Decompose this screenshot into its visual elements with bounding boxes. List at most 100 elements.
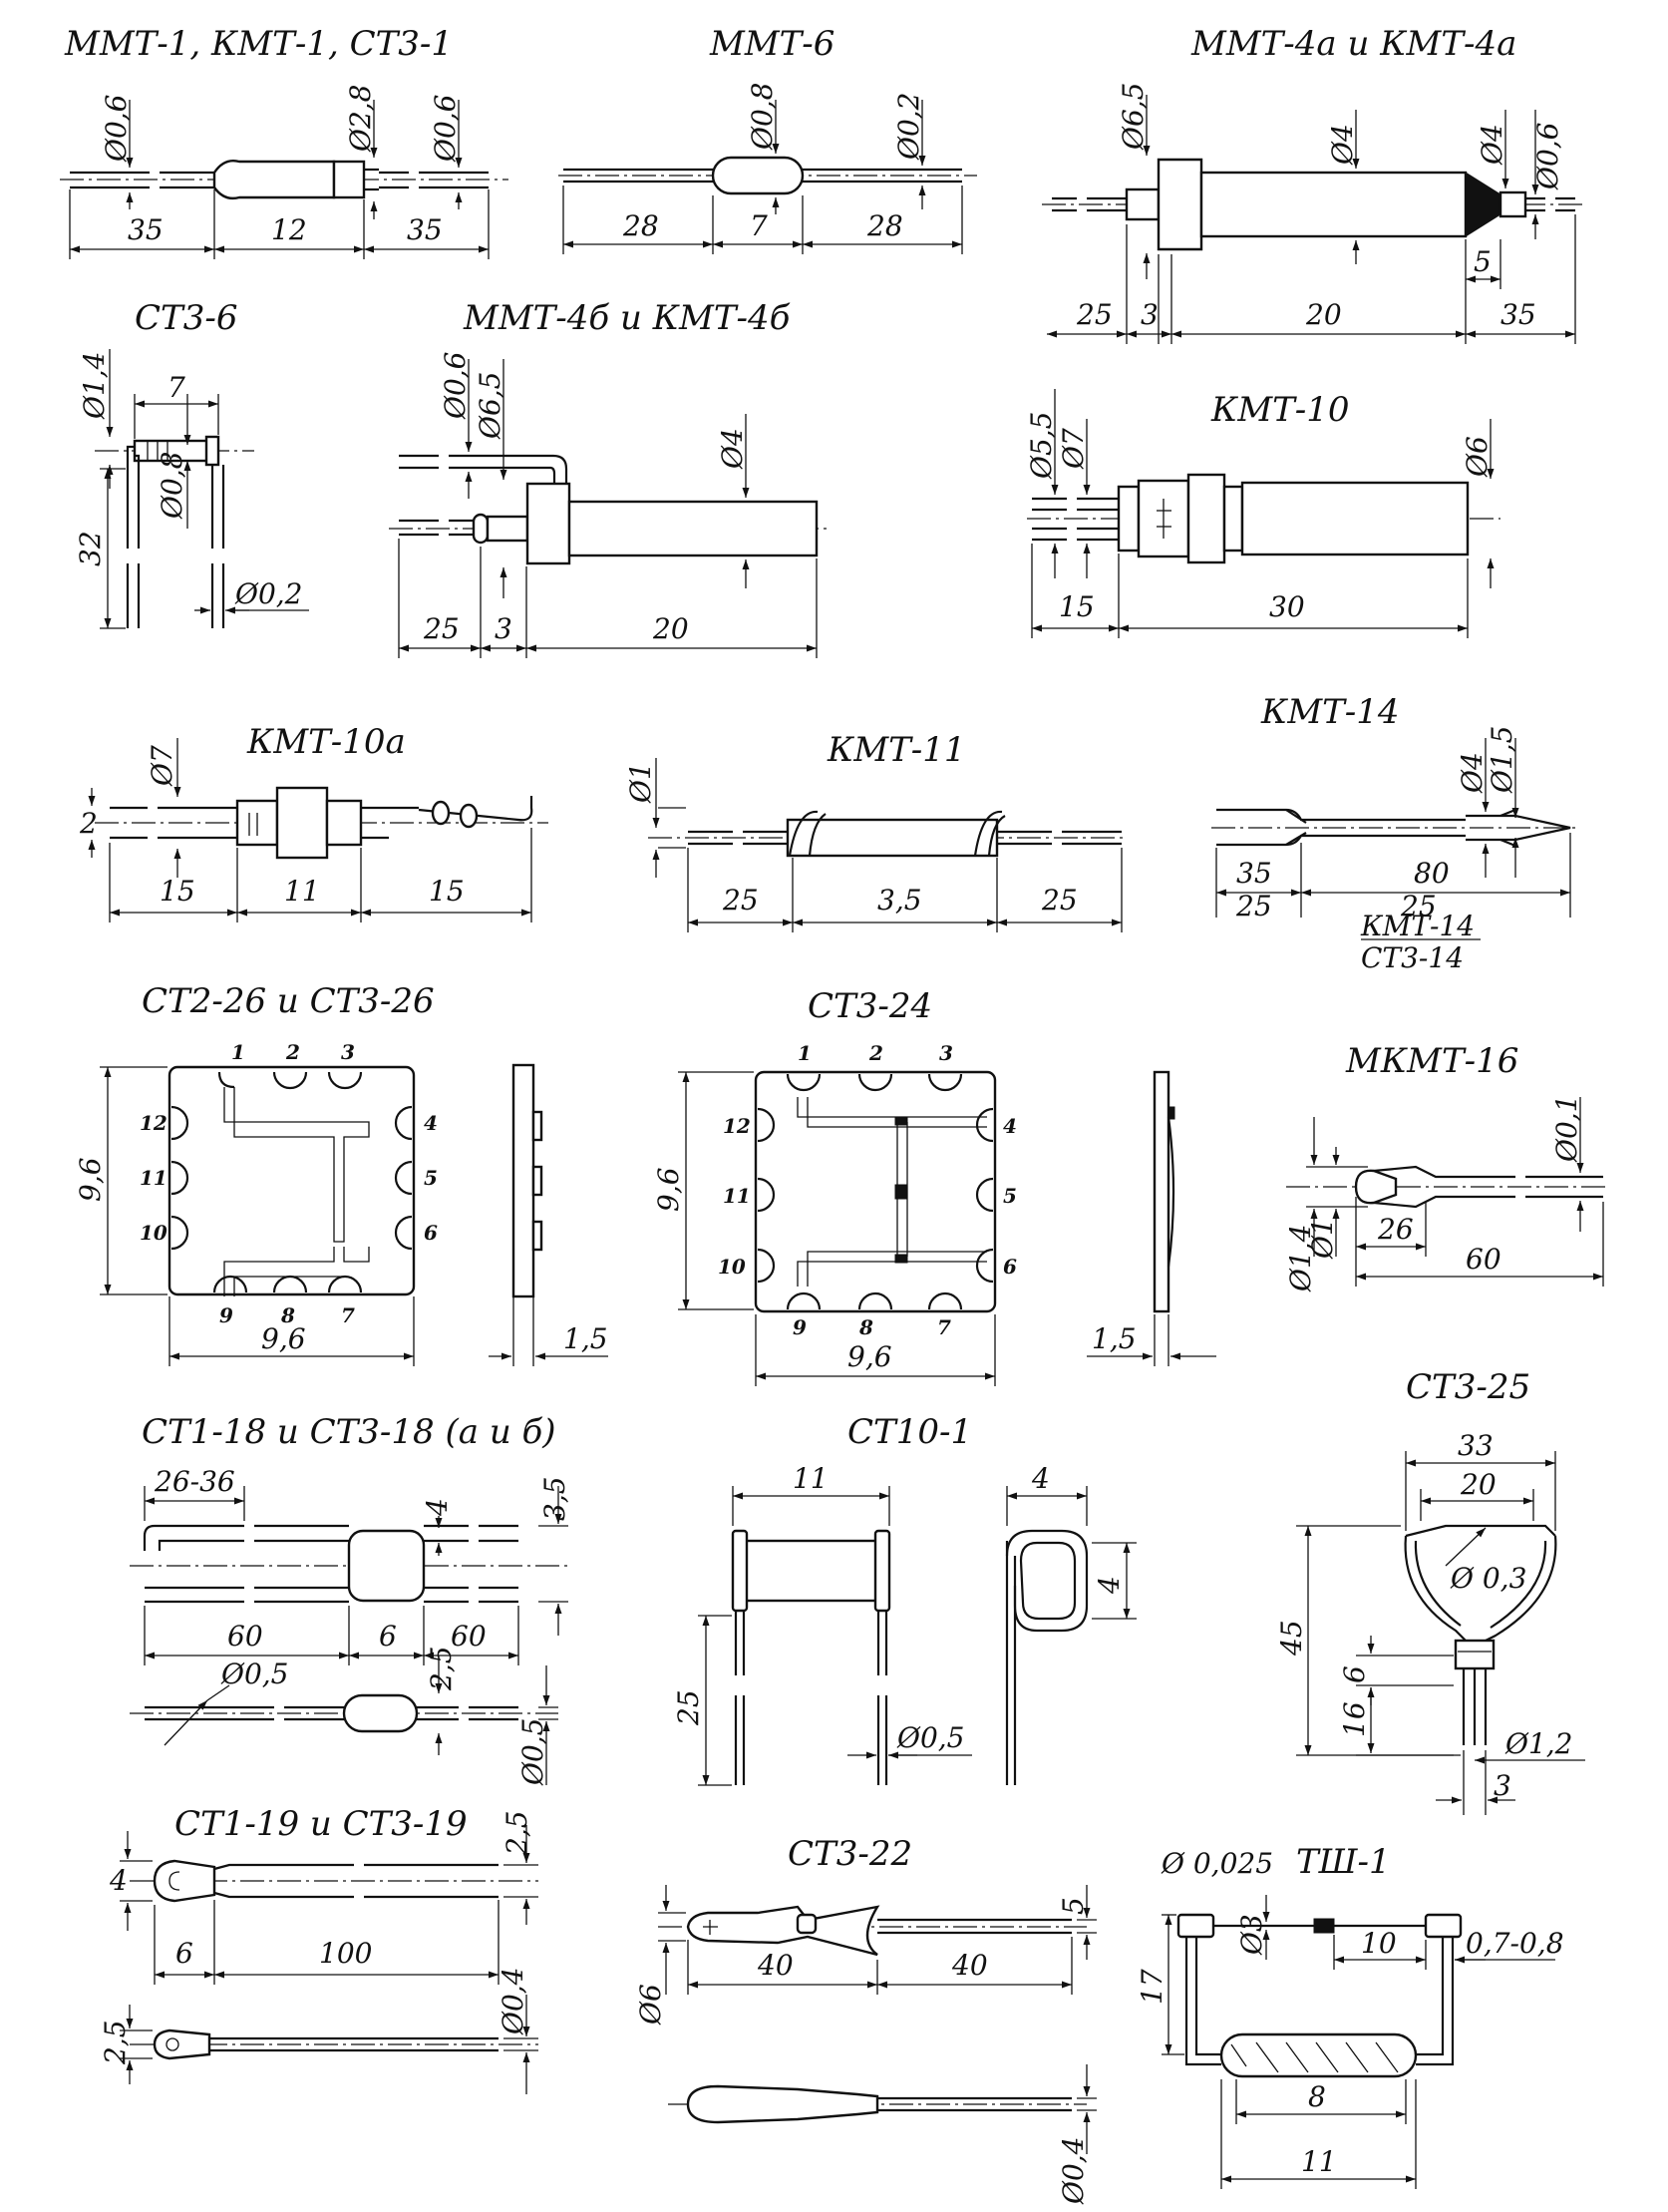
pin-1-b: 1 <box>798 1041 812 1065</box>
dim-kmt14-len-a: 35 <box>1236 857 1272 890</box>
drawing-st118: СТ1-18 и СТ3-18 (а и б) <box>130 1412 571 1786</box>
pin-5-b: 5 <box>1003 1184 1017 1208</box>
dim-tsh1-bead-dia: Ø3 <box>1235 1914 1268 1956</box>
note-kmt14: КМТ-14 <box>1360 910 1475 942</box>
title-mmt4a: ММТ-4а и КМТ-4а <box>1190 24 1516 64</box>
dim-st325-wire-dia: Ø 0,3 <box>1450 1562 1526 1595</box>
dim-tsh1-bead-len: 10 <box>1361 1927 1397 1960</box>
pin-7: 7 <box>341 1303 355 1327</box>
drawing-st36: СТ3-6 Ø1,4 7 32 Ø0,8 <box>74 298 309 629</box>
dim-st322-len-b: 40 <box>951 1949 988 1982</box>
dim-mmt4a-body-dia: Ø4 <box>1326 124 1359 166</box>
drawing-mmt1: ММТ-1, КМТ-1, СТ3-1 Ø0,6 Ø2,8 Ø0,6 35 <box>60 24 508 259</box>
dim-st36-body-dia: Ø1,4 <box>78 352 111 420</box>
drawing-mmt6: ММТ-6 Ø0,8 Ø0,2 28 7 28 <box>558 24 977 254</box>
dim-st119-lead-dia: Ø0,4 <box>497 1968 529 2035</box>
dim-st324-height: 9,6 <box>652 1167 685 1212</box>
pin-8: 8 <box>280 1303 295 1327</box>
title-mmt4b: ММТ-4б и КМТ-4б <box>463 298 791 338</box>
dim-kmt10a-len-c: 15 <box>429 875 465 908</box>
dim-mmt6-len-a: 28 <box>622 209 659 242</box>
drawing-st325: СТ3-25 <box>1275 1367 1585 1815</box>
dim-st36-len: 7 <box>167 371 185 404</box>
drawing-st324: СТ3-24 1 2 3 4 5 6 7 8 9 10 11 12 <box>652 986 1216 1386</box>
title-kmt10a: КМТ-10а <box>246 722 406 762</box>
drawing-mmt4b: ММТ-4б и КМТ-4б Ø0,6 Ø6,5 <box>389 298 828 658</box>
pin-9-b: 9 <box>793 1315 807 1339</box>
dim-st36-lead-len: 32 <box>74 531 107 566</box>
dim-kmt14-lead-dia: Ø1,5 <box>1486 726 1518 794</box>
dim-kmt10-len-b: 30 <box>1269 590 1305 623</box>
dim-kmt10-len-a: 15 <box>1059 590 1095 623</box>
pin-10-b: 10 <box>718 1255 746 1279</box>
title-st324: СТ3-24 <box>808 986 932 1026</box>
dim-mmt6-len-b: 7 <box>750 209 768 242</box>
dim-st325-height: 45 <box>1275 1620 1308 1657</box>
dim-st226-height: 9,6 <box>74 1157 107 1202</box>
dim-st119-body-dia: 4 <box>109 1864 128 1897</box>
pin-4-b: 4 <box>1003 1114 1017 1138</box>
pin-5: 5 <box>424 1166 438 1190</box>
drawing-kmt14: КМТ-14 Ø4 Ø1,5 35 80 25 25 КМТ-14 СТ3-14 <box>1211 692 1580 974</box>
dim-st322-body-dia: Ø6 <box>634 1984 667 2026</box>
dim-st101-lead-len: 25 <box>672 1689 705 1726</box>
title-tsh1: ТШ-1 <box>1296 1842 1391 1882</box>
drawing-kmt10: КМТ-10 Ø5,5 Ø7 Ø6 15 3 <box>1025 389 1501 638</box>
dim-kmt10-body-dia: Ø6 <box>1461 436 1494 478</box>
dim-st226-width: 9,6 <box>261 1322 306 1355</box>
dim-st118-height: 3,5 <box>538 1476 571 1521</box>
pin-9: 9 <box>219 1303 233 1327</box>
dim-mmt1-len-a: 35 <box>128 213 164 246</box>
dim-tsh1-body-len: 8 <box>1308 2080 1326 2113</box>
dim-mkmt16-len-b: 60 <box>1466 1243 1501 1276</box>
dim-st325-pitch: 3 <box>1494 1769 1511 1802</box>
title-st101: СТ10-1 <box>847 1412 972 1452</box>
dim-st322-lead-dia: Ø0,4 <box>1057 2137 1090 2205</box>
dim-st119-len-b: 100 <box>319 1937 372 1970</box>
dim-mmt1-body-dia: Ø2,8 <box>344 85 377 153</box>
drawing-mmt4a: ММТ-4а и КМТ-4а <box>1042 24 1585 344</box>
dim-st325-lead-len: 16 <box>1338 1701 1371 1737</box>
dim-mmt4a-cone-len: 5 <box>1474 245 1492 278</box>
dim-mmt4b-flange-dia: Ø6,5 <box>474 372 506 440</box>
dim-st325-lead-dia: Ø1,2 <box>1504 1727 1572 1760</box>
dim-st36-mid-dia: Ø0,8 <box>156 452 188 520</box>
dim-mmt4a-len-c: 20 <box>1305 298 1342 331</box>
pin-11: 11 <box>140 1166 167 1190</box>
dim-st325-width: 33 <box>1458 1429 1494 1462</box>
dim-tsh1-wire-dia: Ø 0,025 <box>1161 1847 1273 1880</box>
dim-kmt10a-len-a: 15 <box>160 875 195 908</box>
dim-kmt10-collar-dia: Ø7 <box>1057 428 1090 470</box>
pin-6: 6 <box>424 1221 438 1245</box>
drawing-tsh1: ТШ-1 Ø 0,025 17 Ø3 10 0,7-0,8 <box>1136 1842 1564 2189</box>
pin-7-b: 7 <box>937 1315 951 1339</box>
dim-st118-len-b: 6 <box>379 1620 397 1653</box>
note-st314: СТ3-14 <box>1361 941 1464 974</box>
dim-st118-len-a: 60 <box>227 1620 263 1653</box>
pin-4: 4 <box>424 1111 438 1135</box>
dim-mkmt16-len-a: 26 <box>1377 1213 1414 1246</box>
dim-st101-len: 11 <box>793 1462 829 1495</box>
pin-8-b: 8 <box>858 1315 873 1339</box>
dim-kmt11-len-c: 25 <box>1041 884 1078 917</box>
title-st226: СТ2-26 и СТ3-26 <box>142 981 435 1021</box>
pin-3-b: 3 <box>939 1041 953 1065</box>
dim-st101-side-width: 4 <box>1031 1462 1050 1495</box>
title-kmt11: КМТ-11 <box>827 730 966 770</box>
dim-st119-len-a: 6 <box>175 1937 193 1970</box>
drawing-mkmt16: МКМТ-16 Ø0,1 Ø1,4 Ø1 26 60 <box>1284 1041 1610 1292</box>
dim-mmt1-len-c: 35 <box>407 213 443 246</box>
dim-mmt6-body-dia: Ø0,8 <box>746 83 779 151</box>
dim-st36-lead-dia: Ø0,2 <box>234 577 302 610</box>
dim-kmt11-len-b: 3,5 <box>877 884 922 917</box>
title-mkmt16: МКМТ-16 <box>1345 1041 1518 1081</box>
title-mmt1: ММТ-1, КМТ-1, СТ3-1 <box>64 24 453 64</box>
title-mmt6: ММТ-6 <box>709 24 834 64</box>
dim-mmt6-len-c: 28 <box>866 209 903 242</box>
dim-st118-len-c: 60 <box>451 1620 487 1653</box>
pin-1: 1 <box>231 1040 245 1064</box>
title-kmt14: КМТ-14 <box>1260 692 1400 732</box>
title-st119: СТ1-19 и СТ3-19 <box>174 1804 468 1844</box>
dim-kmt10a-lead-gap: 2 <box>79 807 98 840</box>
dim-st118b-lead-dia: Ø0,5 <box>220 1658 288 1690</box>
